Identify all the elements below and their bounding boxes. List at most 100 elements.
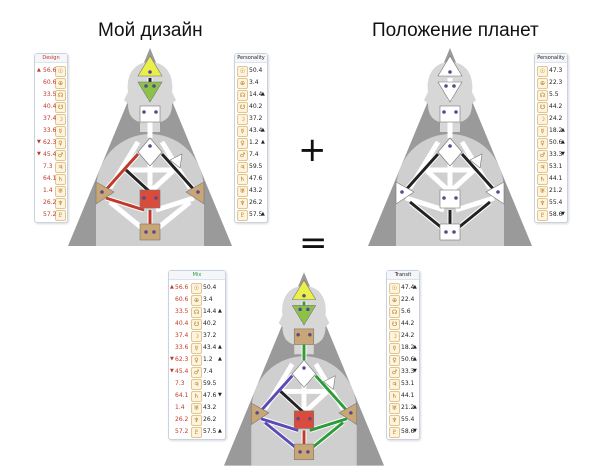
design-value: 33.6 [175, 344, 189, 351]
sacral-center [139, 189, 161, 209]
spleen-center [250, 402, 270, 426]
bodygraph-design [68, 48, 232, 246]
design-value: 57.2 [175, 428, 189, 435]
planet-row: ☉56.6▲ [35, 65, 67, 77]
design-value: 64.1 [175, 392, 189, 399]
planet-row: ♆26.2 [35, 197, 67, 209]
planet-arrow-icon: ▼ [37, 151, 41, 157]
planet-glyph-icon: ♀ [55, 138, 66, 149]
composite-row: 1.4♅43.2 [169, 402, 225, 414]
planet-row: ☉47.4▲ [387, 282, 419, 294]
planet-glyph-icon: ☋ [389, 319, 400, 330]
head-center [137, 55, 163, 77]
activated-channel [460, 152, 498, 194]
composite-row: ▼62.3♀1.2▲ [169, 354, 225, 366]
planet-value: 3.4 [249, 79, 259, 86]
planet-glyph-icon: ⊕ [537, 78, 548, 89]
equals-operator: = [299, 223, 328, 263]
personality-panel-header: Personality [235, 54, 267, 63]
planet-value: 58.6 [549, 211, 563, 218]
personality-value: 3.4 [203, 296, 213, 303]
planet-value: 21.2 [401, 404, 415, 411]
personality-value: 50.4 [203, 284, 217, 291]
planet-row: ☋40.4 [35, 101, 67, 113]
planet-row: ♂7.4 [235, 149, 267, 161]
personality-value: 14.4 [203, 308, 217, 315]
planet-value: 50.6 [549, 139, 563, 146]
planet-row: ♆26.2 [235, 197, 267, 209]
planet-row: ♆55.4 [535, 197, 567, 209]
composite-row: ▼45.4♂7.4 [169, 366, 225, 378]
planet-arrow-icon: ▼ [413, 428, 417, 434]
activated-channel [105, 196, 145, 212]
personality-value: 47.6 [203, 392, 217, 399]
planet-glyph-icon: ♆ [55, 198, 66, 209]
composite-row: 37.4☽37.2 [169, 330, 225, 342]
planet-arrow-icon: ▲ [413, 284, 417, 290]
planet-row: ☉47.3 [535, 65, 567, 77]
planet-glyph-icon: ♂ [389, 367, 400, 378]
composite-row: 64.1♄47.6▼ [169, 390, 225, 402]
planet-glyph-icon: ♀ [237, 138, 248, 149]
gate-dot [152, 230, 156, 234]
design-panel-header: Design [35, 54, 67, 63]
composite-row: 7.3♃59.5 [169, 378, 225, 390]
planet-row: ♂33.3▼ [387, 366, 419, 378]
design-value: 40.4 [175, 320, 189, 327]
gate-dot [144, 84, 148, 88]
planet-row: ♄64.1 [35, 173, 67, 185]
planet-value: 7.3 [43, 163, 53, 170]
planet-glyph-icon: ♄ [55, 174, 66, 185]
planet-glyph-icon: ☊ [537, 90, 548, 101]
planet-glyph-icon: ☉ [237, 66, 248, 77]
solar-plexus-center [185, 181, 205, 205]
planet-row: ☋40.2 [235, 101, 267, 113]
planet-value: 14.4 [249, 91, 263, 98]
gate-dot [148, 70, 152, 74]
channel-line [108, 200, 144, 230]
planet-row: ☋44.2 [387, 318, 419, 330]
activated-channel [160, 152, 198, 194]
planet-value: 64.1 [43, 175, 57, 182]
planet-glyph-icon: ♃ [389, 379, 400, 390]
planet-row: ♅21.2▲ [387, 402, 419, 414]
gate-dot [454, 110, 458, 114]
planet-row: ☊14.4▲ [235, 89, 267, 101]
personality-arrow-icon: ▲ [218, 308, 222, 314]
planet-value: 62.3 [43, 139, 57, 146]
personality-value: 40.2 [203, 320, 217, 327]
composite-row: 60.6⊕3.4 [169, 294, 225, 306]
gate-dot [306, 450, 310, 454]
gate-dot [454, 196, 458, 200]
planet-value: 59.5 [249, 163, 263, 170]
planet-glyph-icon: ☋ [191, 319, 202, 330]
gate-dot [308, 416, 312, 421]
design-arrow-icon: ▲ [170, 284, 174, 290]
planet-glyph-icon: ♅ [237, 186, 248, 197]
root-center [439, 223, 461, 241]
planet-glyph-icon: ☿ [237, 126, 248, 137]
planet-glyph-icon: ☋ [237, 102, 248, 113]
planet-value: 44.2 [401, 320, 415, 327]
planet-value: 50.6 [401, 356, 415, 363]
planet-glyph-icon: ♆ [537, 198, 548, 209]
channel-line [405, 195, 445, 213]
planet-row: ⊕3.4 [235, 77, 267, 89]
gate-dot [496, 190, 500, 194]
planet-glyph-icon: ☽ [237, 114, 248, 125]
planet-glyph-icon: ☋ [537, 102, 548, 113]
transit-panel: Transit ☉47.4▲⊕22.4☊5.6☋44.2☽24.2☿18.2▲♀… [386, 270, 420, 440]
planet-glyph-icon: ☉ [537, 66, 548, 77]
personality-value: 7.4 [203, 368, 213, 375]
gate-dot [349, 411, 353, 415]
planet-row: ☊5.5 [535, 89, 567, 101]
gate-dot [144, 230, 148, 234]
planet-arrow-icon: ▲ [261, 139, 265, 145]
composite-row: 40.4☋40.2 [169, 318, 225, 330]
planet-value: 43.2 [249, 187, 263, 194]
activated-channel [102, 152, 140, 194]
planet-row: ☽37.4 [35, 113, 67, 125]
gate-dot [196, 190, 200, 194]
gate-dot [302, 293, 306, 298]
planet-row: ♅43.2 [235, 185, 267, 197]
